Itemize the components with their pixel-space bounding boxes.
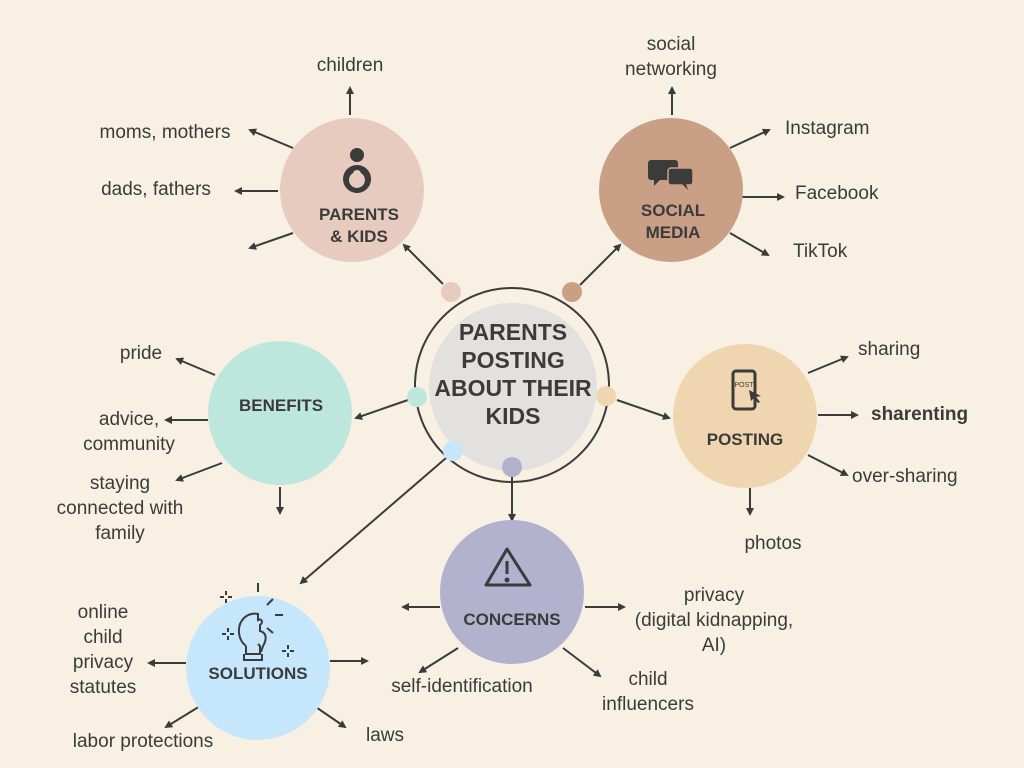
center-title: PARENTS POSTING ABOUT THEIR KIDS bbox=[434, 318, 591, 430]
leaf-privacy: privacy (digital kidnapping, AI) bbox=[635, 583, 793, 658]
leaf-line: statutes bbox=[69, 677, 137, 698]
leaf-line: privacy bbox=[683, 585, 745, 606]
leaf-pride: pride bbox=[119, 343, 163, 364]
solutions-circle bbox=[186, 596, 330, 740]
social-label: SOCIAL MEDIA bbox=[641, 200, 705, 244]
parent-child-icon bbox=[343, 148, 372, 193]
benefits-label: BENEFITS bbox=[238, 396, 324, 415]
parents-label: PARENTS & KIDS bbox=[319, 204, 399, 248]
leaf-over-sharing: over-sharing bbox=[852, 466, 958, 487]
leaf-moms: moms, mothers bbox=[99, 122, 231, 143]
leaf-laws: laws bbox=[365, 725, 405, 746]
leaf-line: advice, bbox=[98, 409, 160, 430]
parents-line: PARENTS bbox=[319, 205, 399, 224]
center-circle bbox=[429, 303, 597, 471]
leaf-child-influencers: child influencers bbox=[602, 667, 694, 717]
leaf-self-identification: self-identification bbox=[391, 676, 533, 697]
concerns-label: CONCERNS bbox=[463, 610, 561, 629]
leaf-dads: dads, fathers bbox=[101, 179, 211, 200]
phone-post-icon: POST bbox=[731, 369, 761, 411]
warning-icon bbox=[484, 547, 532, 587]
leaf-children: children bbox=[316, 55, 384, 76]
leaf-line: child bbox=[628, 669, 668, 690]
leaf-line: child bbox=[83, 627, 123, 648]
svg-text:POST: POST bbox=[734, 382, 754, 389]
solutions-label: SOLUTIONS bbox=[208, 664, 308, 683]
posting-circle bbox=[673, 344, 817, 488]
leaf-line: (digital kidnapping, bbox=[634, 610, 794, 631]
social-line: SOCIAL bbox=[640, 201, 706, 220]
leaf-staying-connected: staying connected with family bbox=[57, 471, 184, 546]
social-circle bbox=[599, 118, 743, 262]
leaf-tiktok: TikTok bbox=[793, 241, 848, 262]
posting-label: POSTING bbox=[706, 430, 784, 449]
leaf-line: AI) bbox=[701, 635, 727, 656]
leaf-online-privacy-statutes: online child privacy statutes bbox=[70, 600, 137, 700]
leaf-line: connected with bbox=[56, 498, 184, 519]
center-line: POSTING bbox=[461, 347, 565, 373]
leaf-sharing: sharing bbox=[858, 339, 921, 360]
leaf-line: online bbox=[77, 602, 129, 623]
leaf-facebook: Facebook bbox=[795, 183, 879, 204]
leaf-social-networking: social networking bbox=[625, 32, 717, 82]
arrows bbox=[147, 86, 859, 729]
benefits-circle bbox=[208, 341, 352, 485]
chat-bubbles-icon bbox=[648, 160, 694, 190]
center-line: ABOUT THEIR bbox=[434, 375, 592, 401]
leaf-line: networking bbox=[625, 59, 717, 80]
concerns-circle bbox=[440, 520, 584, 664]
leaf-sharenting: sharenting bbox=[871, 404, 969, 425]
leaf-labor-protections: labor protections bbox=[72, 731, 214, 752]
leaf-advice-community: advice, community bbox=[83, 407, 175, 457]
leaf-line: community bbox=[83, 434, 175, 455]
social-line: MEDIA bbox=[645, 223, 701, 242]
leaf-line: social bbox=[646, 34, 696, 55]
leaf-instagram: Instagram bbox=[785, 118, 870, 139]
leaf-line: influencers bbox=[602, 694, 694, 715]
center-line: PARENTS bbox=[458, 319, 568, 345]
lightbulb-puzzle-icon bbox=[220, 583, 294, 661]
center-line: KIDS bbox=[485, 403, 541, 429]
leaf-photos: photos bbox=[744, 533, 802, 554]
parents-line: & KIDS bbox=[330, 227, 388, 246]
leaf-line: privacy bbox=[72, 652, 134, 673]
leaf-line: family bbox=[95, 523, 145, 544]
center-ring bbox=[414, 287, 610, 483]
leaf-line: staying bbox=[89, 473, 151, 494]
